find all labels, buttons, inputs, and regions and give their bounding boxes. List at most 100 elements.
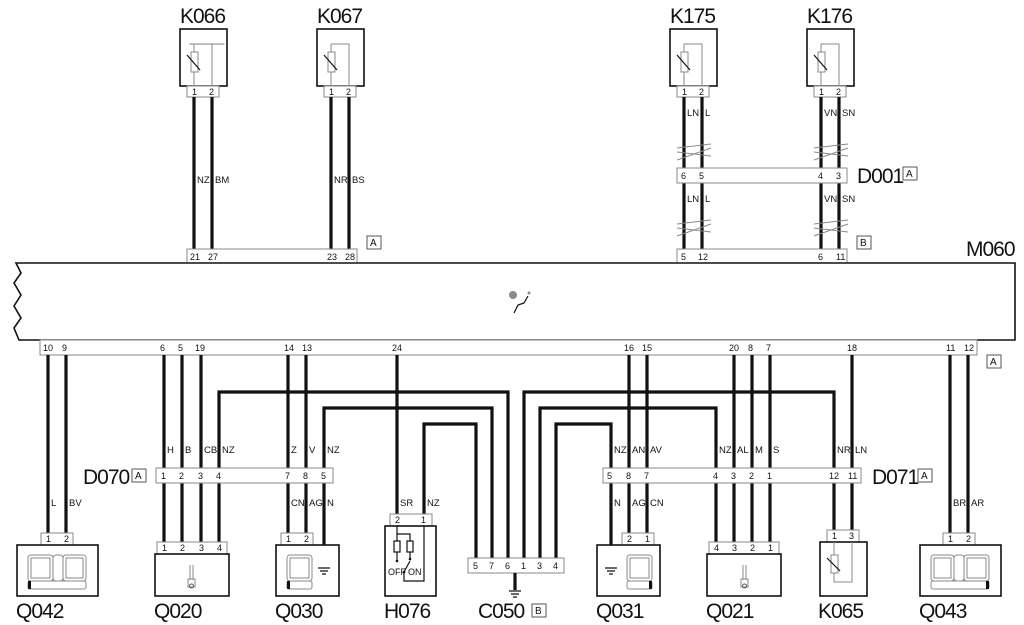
pin-label: 3	[537, 561, 542, 571]
wire[interactable]	[217, 390, 510, 560]
wire-color-label: V	[309, 445, 316, 456]
component-k067[interactable]: K067 1 2	[316, 5, 365, 98]
pin-label: 1	[521, 561, 526, 571]
connector-d071[interactable]: 5 8 7 4 3 2 1 12 11 D071 A	[602, 466, 933, 489]
pin-label: 21	[190, 252, 200, 262]
pin-label: 7	[766, 343, 771, 353]
pin-label: 27	[208, 252, 218, 262]
tag-label: A	[906, 169, 913, 180]
pin-label: 1	[948, 534, 953, 544]
wire-color-label: NZ	[222, 445, 235, 456]
component-q020[interactable]: 1 2 3 4 Q020	[154, 541, 230, 623]
pin-label: 1	[645, 534, 650, 544]
wire-color-label: BR	[953, 498, 966, 509]
wire-color-label: AG	[632, 498, 646, 509]
pin-label: 5	[321, 471, 326, 481]
switch-on-label: ON	[408, 567, 422, 577]
wire-color-label: AR	[971, 498, 984, 509]
wire[interactable]	[422, 422, 478, 560]
component-q021[interactable]: 4 3 2 1 Q021	[706, 541, 782, 623]
wire-color-label: NR	[837, 445, 851, 456]
pin-label: 1	[286, 534, 291, 544]
pin-label: 7	[285, 471, 290, 481]
pin-label: 3	[731, 471, 736, 481]
tag-box	[366, 235, 382, 250]
pin-label: 1	[819, 87, 824, 97]
pin-label: 13	[302, 343, 312, 353]
top-wires-left: NZ BM NR BS	[192, 97, 365, 249]
pin-label: 1	[192, 87, 197, 97]
connector-strip	[39, 339, 978, 356]
component-label: K067	[317, 5, 362, 28]
wire-color-label: VN	[824, 108, 837, 119]
connector	[676, 85, 710, 98]
wire[interactable]	[554, 422, 613, 568]
component-q043[interactable]: 1 2 Q043	[919, 532, 1002, 623]
m060-top-connector-b[interactable]: 5 12 6 11 B	[676, 235, 872, 264]
pin-label: 10	[43, 343, 53, 353]
pin-label: 1	[161, 471, 166, 481]
wire[interactable]	[522, 390, 836, 560]
double-seat-icon	[27, 554, 87, 590]
pin-label: 5	[607, 471, 612, 481]
tag-label: A	[990, 357, 997, 368]
pin-label: 2	[304, 534, 309, 544]
component-k066[interactable]: K066 1 2	[179, 5, 228, 98]
variable-resistor-icon	[676, 43, 703, 86]
pin-label: 9	[62, 343, 67, 353]
component-label: K065	[818, 600, 863, 623]
connector-d001[interactable]: 6 5 4 3 D001 A	[676, 165, 918, 188]
unit-label: M060	[966, 238, 1015, 261]
pin-label: 11	[946, 343, 955, 353]
component-k065[interactable]: 1 3 K065	[818, 529, 868, 623]
connector-label: D071	[872, 466, 919, 489]
component-body	[275, 544, 340, 597]
component-body	[669, 28, 718, 87]
component-h076[interactable]: 2 1 OFF ON H076	[384, 513, 437, 623]
pin-label: 8	[748, 343, 753, 353]
tag-box	[986, 354, 1002, 369]
pin-label: 2	[750, 543, 755, 553]
pin-label: 1	[421, 515, 426, 525]
component-label: Q031	[596, 600, 644, 623]
pin-label: 2	[180, 543, 185, 553]
pin-label: 2	[179, 471, 184, 481]
variable-resistor-icon	[826, 542, 853, 583]
component-label: C050	[478, 600, 525, 623]
pin-label: 12	[698, 252, 708, 262]
connector-d070[interactable]: D070 A 1 2 3 4 7 8 5	[83, 466, 334, 489]
ecu-symbol-icon	[509, 291, 531, 314]
pin-label: 28	[345, 252, 355, 262]
wire-color-label: BS	[352, 175, 365, 186]
ground-icon	[509, 590, 521, 598]
wire[interactable]	[322, 406, 494, 568]
pin-label: 5	[178, 343, 183, 353]
pin-label: 6	[681, 171, 686, 181]
main-unit-m060[interactable]: M060	[13, 238, 1016, 341]
tag-label: A	[135, 471, 142, 482]
heating-element-icon	[740, 565, 749, 589]
wire-color-label: NZ	[719, 445, 732, 456]
component-q031[interactable]: 2 1 Q031	[596, 532, 661, 623]
tag-box	[131, 468, 147, 483]
component-q042[interactable]: 1 2 Q042	[16, 532, 99, 623]
pin-label: 2	[836, 87, 841, 97]
pin-label: 11	[836, 252, 845, 262]
m060-top-connector-a[interactable]: 21 27 23 28 A	[186, 235, 382, 264]
wire-color-label: AV	[650, 445, 663, 456]
component-body	[179, 28, 228, 87]
pin-label: 5	[681, 252, 686, 262]
component-k176[interactable]: K176 1 2	[806, 5, 855, 98]
component-c050[interactable]: 5 7 6 1 3 4 C050 B	[467, 557, 565, 623]
component-body	[316, 28, 365, 87]
variable-resistor-icon	[323, 43, 350, 86]
pin-label: 4	[818, 171, 823, 181]
pin-label: 12	[964, 343, 974, 353]
pin-label: 12	[829, 471, 839, 481]
pin-label: 2	[395, 515, 400, 525]
component-body	[706, 553, 782, 597]
pin-label: 5	[473, 561, 478, 571]
component-k175[interactable]: K175 1 2	[669, 5, 718, 98]
component-q030[interactable]: 1 2 Q030	[275, 532, 340, 623]
